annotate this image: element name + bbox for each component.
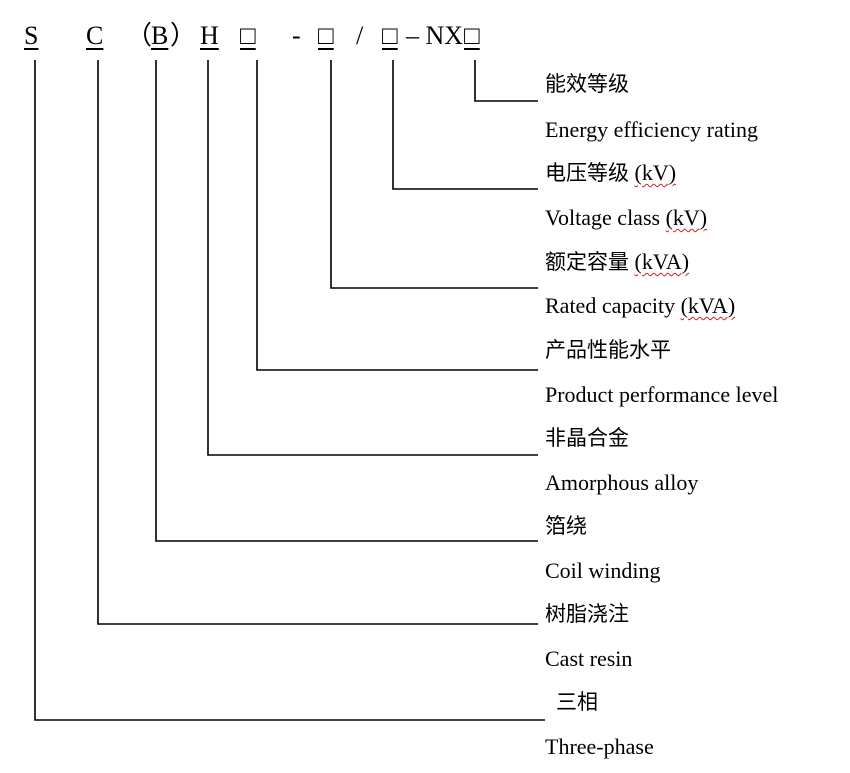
- code-b: B: [151, 21, 169, 50]
- label-capacity-zh: 额定容量 (kVA): [545, 249, 690, 274]
- voltage-zh-unit: (kV): [634, 160, 677, 185]
- connector-resin: [97, 60, 538, 625]
- code-slash: /: [356, 21, 364, 50]
- code-h: H: [200, 21, 219, 50]
- voltage-en-unit: (kV): [665, 205, 708, 230]
- label-capacity-en: Rated capacity (kVA): [545, 293, 736, 318]
- label-winding-zh: 箔绕: [545, 514, 587, 538]
- label-phase-en: Three-phase: [545, 734, 654, 759]
- label-voltage-zh: 电压等级 (kV): [545, 160, 677, 185]
- code-paren-open: （: [126, 21, 153, 50]
- connector-capacity: [330, 60, 538, 289]
- code-box-voltage: □: [382, 21, 398, 50]
- code-s: S: [24, 21, 39, 50]
- label-performance-zh: 产品性能水平: [545, 338, 671, 362]
- code-dash: -: [292, 21, 301, 50]
- capacity-en-unit: (kVA): [680, 293, 736, 318]
- label-amorphous-zh: 非晶合金: [545, 426, 629, 450]
- label-efficiency-zh: 能效等级: [545, 72, 629, 96]
- label-resin-zh: 树脂浇注: [545, 602, 629, 626]
- connector-phase: [34, 60, 545, 721]
- connector-amorphous: [207, 60, 538, 456]
- code-c: C: [86, 21, 104, 50]
- label-phase-zh: 三相: [556, 690, 598, 714]
- label-voltage-en: Voltage class (kV): [545, 205, 708, 230]
- connector-efficiency: [474, 60, 538, 102]
- label-winding-en: Coil winding: [545, 558, 661, 583]
- label-efficiency-en: Energy efficiency rating: [545, 117, 758, 142]
- connector-winding: [155, 60, 538, 542]
- connector-voltage: [392, 60, 538, 190]
- label-performance-en: Product performance level: [545, 382, 779, 407]
- code-box-efficiency: □: [464, 21, 480, 50]
- connector-performance: [256, 60, 538, 371]
- code-box-performance: □: [240, 21, 256, 50]
- label-resin-en: Cast resin: [545, 646, 633, 671]
- code-nx: – NX: [406, 21, 464, 50]
- code-box-capacity: □: [318, 21, 334, 50]
- code-paren-close: ）: [170, 21, 197, 50]
- capacity-zh-unit: (kVA): [634, 249, 690, 274]
- label-amorphous-en: Amorphous alloy: [545, 470, 699, 495]
